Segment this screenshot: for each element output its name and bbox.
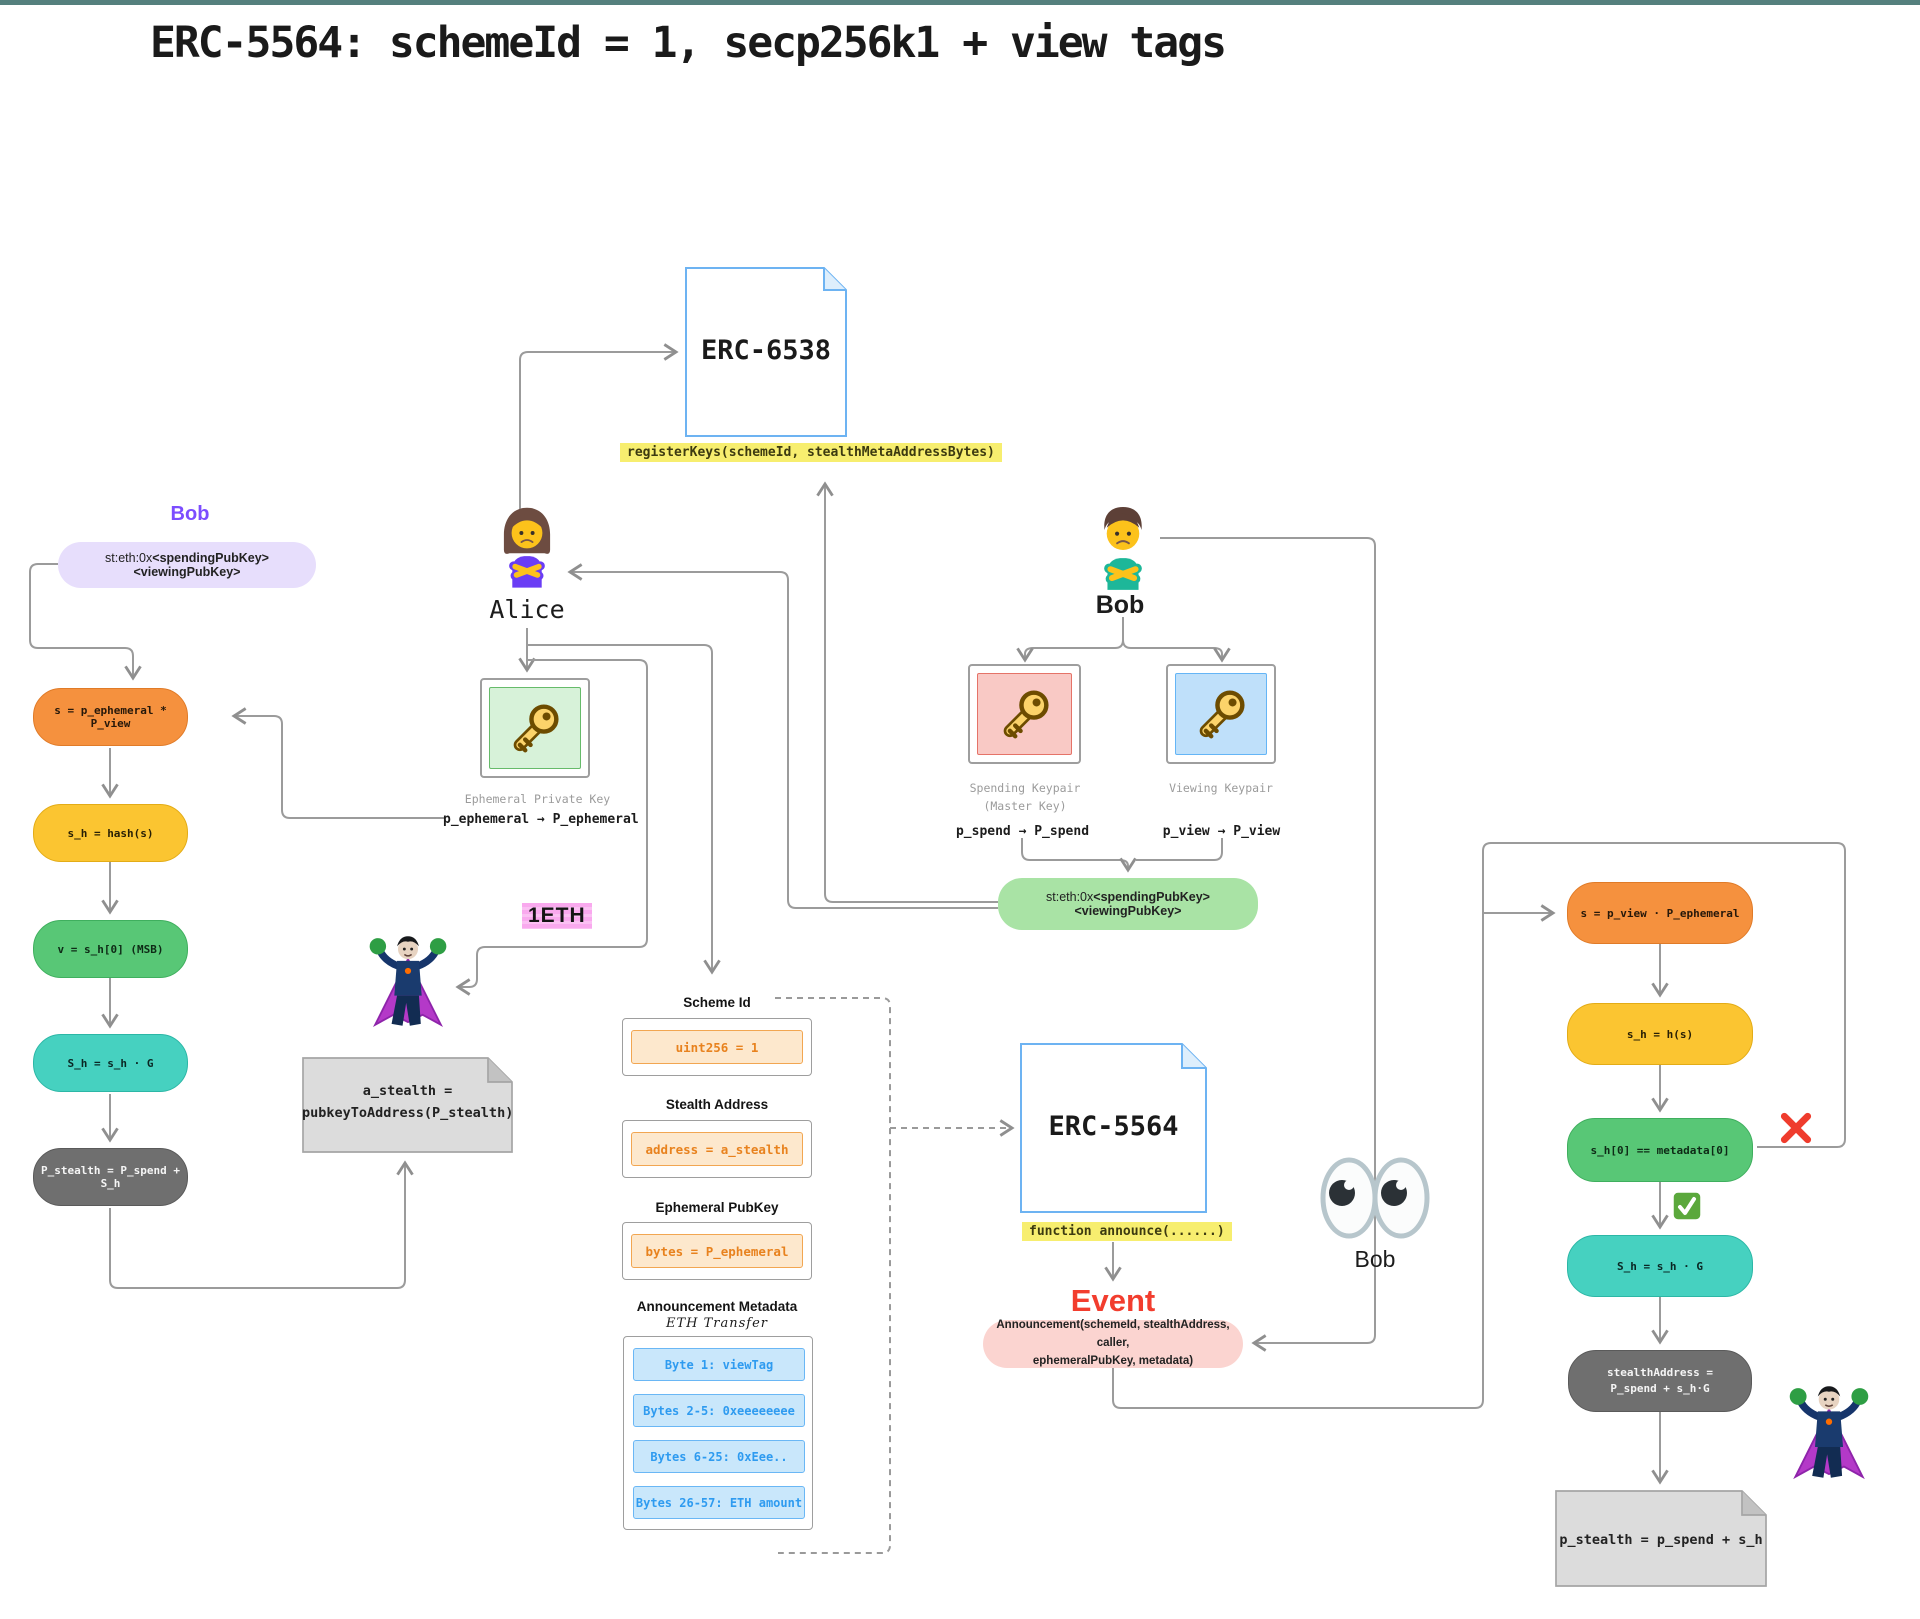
spending-keypair-sublabel: (Master Key) xyxy=(983,799,1067,813)
announcement-line2: ephemeralPubKey, metadata) xyxy=(1032,1354,1194,1367)
note-icon xyxy=(302,1057,513,1153)
spending-keypair-box xyxy=(968,664,1081,764)
metadata-header: Announcement Metadata xyxy=(636,1299,798,1314)
stealth-meta-address-pill-green: st:eth:0x<spendingPubKey><viewingPubKey> xyxy=(998,878,1258,930)
flow-node-point-bob: S_h = s_h · G xyxy=(1567,1235,1753,1297)
announcement-pill: Announcement(schemeId, stealthAddress, c… xyxy=(983,1319,1243,1368)
meta-spending: <spendingPubKey> xyxy=(152,551,269,565)
woman-gesturing-no-icon xyxy=(492,487,562,607)
viewing-keypair-box xyxy=(1166,664,1276,764)
metadata-byte-row: Bytes 6-25: 0xEee.. xyxy=(633,1440,805,1473)
metadata-byte-row: Bytes 26-57: ETH amount xyxy=(633,1486,805,1519)
man-gesturing-no-icon xyxy=(1086,487,1160,607)
bob-label: Bob xyxy=(1095,591,1145,619)
meta-viewing: <viewingPubKey> xyxy=(1074,904,1182,918)
flow-node-viewtag-check: s_h[0] == metadata[0] xyxy=(1567,1118,1753,1182)
announcement-line1: Announcement(schemeId, stealthAddress, c… xyxy=(996,1319,1230,1350)
flow-node-hash-bob: s_h = h(s) xyxy=(1567,1003,1753,1065)
ephemeral-pubkey-box: bytes = P_ephemeral xyxy=(622,1222,812,1280)
scheme-id-value: uint256 = 1 xyxy=(631,1030,803,1064)
alice-label: Alice xyxy=(489,595,565,624)
meta-prefix: st:eth:0x xyxy=(105,551,153,565)
stealth-address-value: address = a_stealth xyxy=(631,1132,803,1166)
event-label: Event xyxy=(1070,1283,1156,1318)
a-stealth-note-line1: a_stealth = xyxy=(362,1083,453,1099)
erc5564-document: ERC-5564 xyxy=(1020,1043,1207,1213)
flow-node-point-alice: S_h = s_h · G xyxy=(33,1034,188,1092)
meta-spending: <spendingPubKey> xyxy=(1093,890,1210,904)
erc5564-title: ERC-5564 xyxy=(1048,1111,1179,1142)
key-icon xyxy=(1003,690,1049,739)
page-title: ERC-5564: schemeId = 1, secp256k1 + view… xyxy=(150,18,1227,68)
document-icon xyxy=(1020,1043,1207,1213)
flow-node-shared-secret-alice: s = p_ephemeral * P_view xyxy=(33,688,188,746)
flow-node-pstealth-alice: P_stealth = P_spend + S_h xyxy=(33,1148,188,1206)
flow-node-hash-alice: s_h = hash(s) xyxy=(33,804,188,862)
erc6538-title: ERC-6538 xyxy=(700,335,832,366)
key-icon xyxy=(513,704,559,753)
announce-caption: function announce(......) xyxy=(1022,1222,1232,1241)
registerkeys-caption: registerKeys(schemeId, stealthMetaAddres… xyxy=(620,443,1002,462)
top-accent-bar xyxy=(0,0,1920,5)
metadata-byte-row: Byte 1: viewTag xyxy=(633,1348,805,1381)
ephemeral-pubkey-value: bytes = P_ephemeral xyxy=(631,1234,803,1268)
key-icon xyxy=(1199,690,1245,739)
document-icon xyxy=(685,267,847,437)
eyes-icon xyxy=(1320,1156,1430,1240)
scheme-id-header: Scheme Id xyxy=(683,995,751,1010)
stealthaddress-line2: P_spend + s_h·G xyxy=(1610,1382,1710,1395)
metadata-box: Byte 1: viewTag Bytes 2-5: 0xeeeeeeee By… xyxy=(623,1336,813,1530)
spending-keypair-mapping: p_spend → P_spend xyxy=(955,824,1090,839)
eth-amount-tag: 1ETH xyxy=(522,903,592,929)
ephemeral-key-box xyxy=(480,678,590,778)
stealth-address-box: address = a_stealth xyxy=(622,1120,812,1178)
ephemeral-key-label: Ephemeral Private Key xyxy=(464,792,611,806)
spending-keypair-label: Spending Keypair xyxy=(969,781,1081,795)
metadata-subheader: ETH Transfer xyxy=(665,1316,769,1331)
ephemeral-key-mapping: p_ephemeral → P_ephemeral xyxy=(443,812,639,827)
flow-node-shared-secret-bob: s = p_view · P_ephemeral xyxy=(1567,882,1753,944)
bob-watcher-label: Bob xyxy=(1354,1246,1396,1272)
p-stealth-note: p_stealth = p_spend + s_h xyxy=(1555,1490,1767,1587)
meta-viewing: <viewingPubKey> xyxy=(133,565,241,579)
scheme-id-box: uint256 = 1 xyxy=(622,1018,812,1076)
supervillain-icon xyxy=(1786,1378,1872,1486)
note-icon xyxy=(1555,1490,1767,1587)
flow-node-stealthaddress-bob: stealthAddress = P_spend + s_h·G xyxy=(1568,1350,1752,1412)
flow-node-viewtag-alice: v = s_h[0] (MSB) xyxy=(33,920,188,978)
a-stealth-note-line2: pubkeyToAddress(P_stealth) xyxy=(302,1104,514,1121)
metadata-byte-row: Bytes 2-5: 0xeeeeeeee xyxy=(633,1394,805,1427)
bob-meta-heading: Bob xyxy=(170,503,210,525)
a-stealth-note: a_stealth = pubkeyToAddress(P_stealth) xyxy=(302,1057,513,1153)
cross-mark-icon xyxy=(1778,1110,1814,1146)
ephemeral-pubkey-header: Ephemeral PubKey xyxy=(655,1200,779,1215)
check-mark-icon xyxy=(1672,1191,1702,1221)
viewing-keypair-label: Viewing Keypair xyxy=(1169,781,1273,795)
p-stealth-note-text: p_stealth = p_spend + s_h xyxy=(1559,1532,1763,1548)
supervillain-icon xyxy=(366,928,450,1034)
erc6538-document: ERC-6538 xyxy=(685,267,847,437)
viewing-keypair-mapping: p_view → P_view xyxy=(1162,824,1281,839)
meta-prefix: st:eth:0x xyxy=(1046,890,1094,904)
stealthaddress-line1: stealthAddress = xyxy=(1607,1365,1713,1379)
stealth-address-header: Stealth Address xyxy=(665,1097,769,1112)
stealth-meta-address-pill-purple: st:eth:0x<spendingPubKey><viewingPubKey> xyxy=(58,542,316,588)
